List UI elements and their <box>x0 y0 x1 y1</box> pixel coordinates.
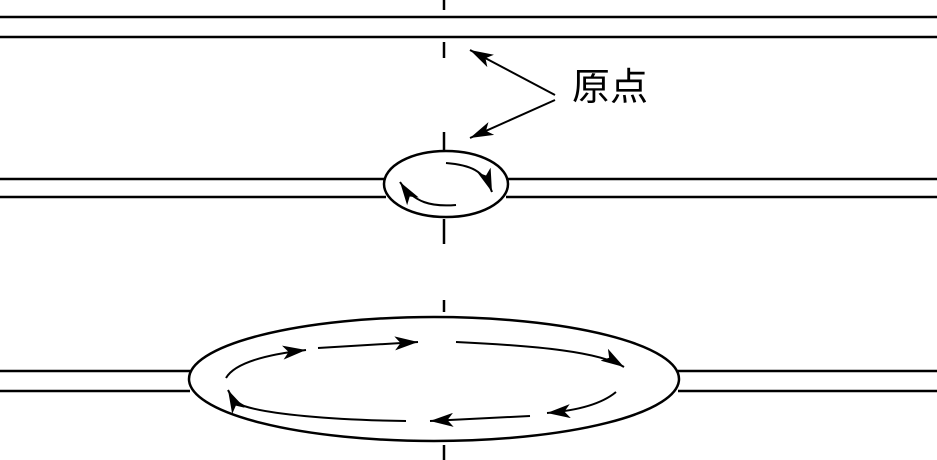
leader-arrow-lower <box>469 99 556 139</box>
origin-label: 原点 <box>572 65 649 109</box>
large-crack-arrow-top-center <box>317 336 419 351</box>
small-crack-arrow-left <box>399 181 457 207</box>
small-crack-arrow-right <box>445 162 493 193</box>
origin-leaders <box>469 49 556 139</box>
panel-middle <box>0 132 937 244</box>
panel-bottom <box>0 300 937 460</box>
large-crack-ellipse <box>187 315 681 443</box>
large-crack-arrow-bottom-right <box>546 391 617 419</box>
large-crack-arrow-top-right <box>455 341 625 368</box>
large-crack-arrow-top-left <box>225 345 307 379</box>
large-crack-arrow-bottom-center <box>429 412 531 427</box>
large-crack-arrow-bottom-left <box>227 389 407 422</box>
leader-arrow-upper <box>469 49 556 96</box>
panel-top <box>0 0 937 58</box>
